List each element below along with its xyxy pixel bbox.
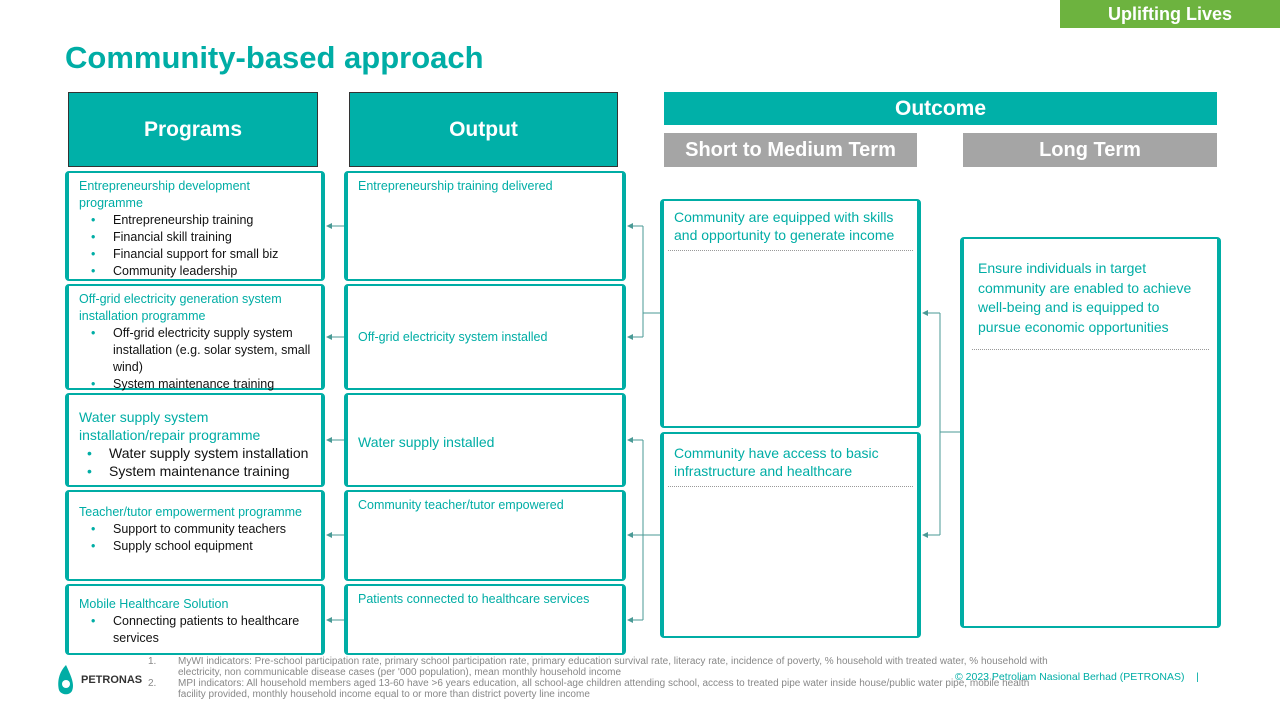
output-box: Patients connected to healthcare service… [344, 584, 626, 655]
short-term-box-infrastructure: Community have access to basic infrastru… [660, 432, 921, 638]
output-box: Entrepreneurship training delivered [344, 171, 626, 281]
program-box-entrepreneurship: Entrepreneurship development programme E… [65, 171, 325, 281]
program-title: Mobile Healthcare Solution [79, 597, 229, 611]
program-item: Entrepreneurship training [91, 212, 311, 229]
footnote: 2.MPI indicators: All household members … [148, 678, 1030, 700]
program-box-water: Water supply system installation/repair … [65, 393, 325, 487]
program-item: Financial skill training [91, 229, 311, 246]
program-item: Community leadership [91, 263, 311, 280]
output-box: Water supply installed [344, 393, 626, 487]
petronas-logo: PETRONAS [55, 664, 142, 696]
long-term-box: Ensure individuals in target community a… [960, 237, 1221, 628]
short-term-box-income: Community are equipped with skills and o… [660, 199, 921, 428]
program-item: Off-grid electricity supply system insta… [91, 325, 311, 376]
long-term-text: Ensure individuals in target community a… [978, 260, 1192, 335]
footnotes: 1.MyWI indicators: Pre-school participat… [148, 656, 1048, 700]
program-box-teacher: Teacher/tutor empowerment programme Supp… [65, 490, 325, 581]
section-tag: Uplifting Lives [1060, 0, 1280, 28]
output-header: Output [349, 92, 618, 167]
page-title: Community-based approach [65, 40, 484, 75]
program-title: Off-grid electricity generation system i… [79, 292, 282, 323]
program-box-electricity: Off-grid electricity generation system i… [65, 284, 325, 393]
output-box: Community teacher/tutor empowered [344, 490, 626, 581]
program-item: Financial support for small biz [91, 246, 311, 263]
program-title: Entrepreneurship development programme [79, 179, 250, 210]
program-title: Teacher/tutor empowerment programme [79, 505, 303, 519]
program-item: Supply school equipment [91, 538, 311, 555]
short-term-text: Community have access to basic infrastru… [674, 445, 879, 479]
petronas-logo-icon [58, 665, 74, 695]
logo-text: PETRONAS [81, 674, 143, 686]
footnote: 1.MyWI indicators: Pre-school participat… [148, 656, 1048, 678]
long-term-header: Long Term [963, 133, 1217, 167]
program-item: Support to community teachers [91, 521, 311, 538]
outcome-header: Outcome [664, 92, 1217, 125]
program-item: System maintenance training [87, 462, 311, 480]
program-box-healthcare: Mobile Healthcare Solution Connecting pa… [65, 584, 325, 655]
copyright: © 2023 Petroliam Nasional Berhad (PETRON… [955, 671, 1199, 683]
program-title: Water supply system installation/repair … [79, 409, 261, 443]
program-item: Connecting patients to healthcare servic… [91, 613, 311, 647]
output-box: Off-grid electricity system installed [344, 284, 626, 390]
program-item: System maintenance training [91, 376, 311, 393]
short-term-text: Community are equipped with skills and o… [674, 209, 895, 243]
program-item: Water supply system installation [87, 444, 311, 462]
short-term-header: Short to Medium Term [664, 133, 917, 167]
programs-header: Programs [68, 92, 318, 167]
